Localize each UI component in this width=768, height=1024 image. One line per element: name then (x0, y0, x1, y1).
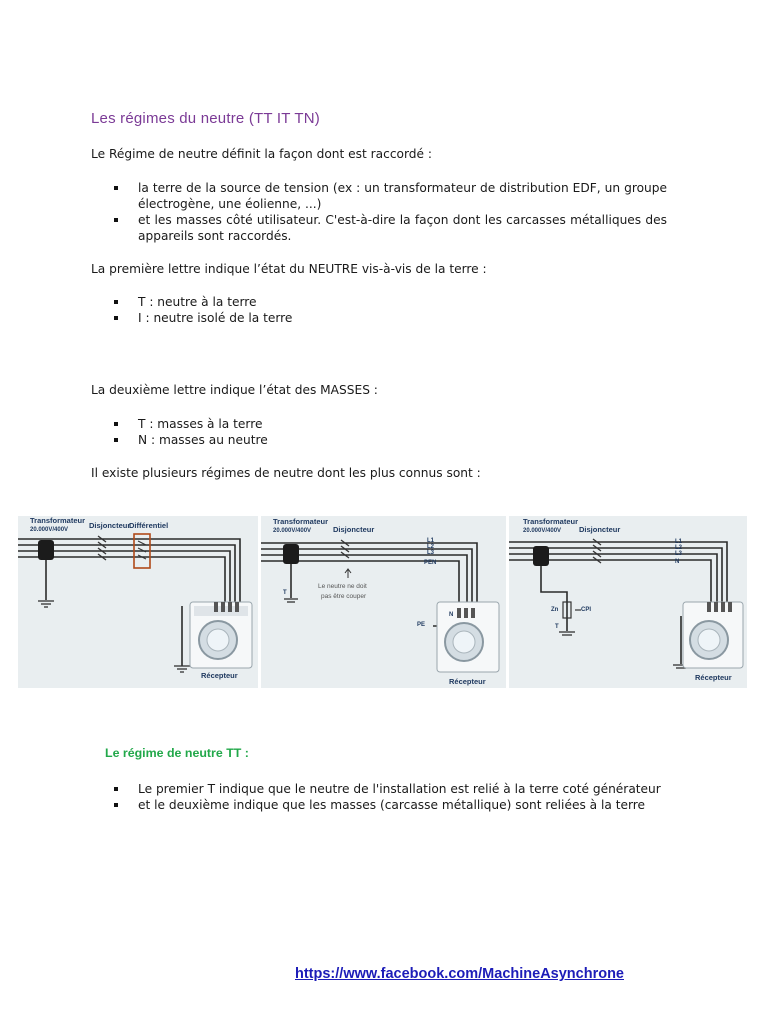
line-label-l2: L2 (675, 545, 683, 551)
list-item: et le deuxième indique que les masses (c… (91, 797, 667, 813)
page-title: Les régimes du neutre (TT IT TN) (91, 110, 320, 127)
receiver-label: Récepteur (201, 671, 238, 680)
known-regimes-paragraph: Il existe plusieurs régimes de neutre do… (91, 466, 481, 480)
voltage-label: 20.000V/400V (30, 527, 68, 533)
cpi-label: CPI (581, 607, 591, 613)
first-letter-paragraph: La première lettre indique l’état du NEU… (91, 262, 487, 276)
line-label-l2: L2 (427, 544, 435, 550)
line-label-pen: PEN (424, 560, 436, 566)
intro-bullet-list: la terre de la source de tension (ex : u… (91, 180, 667, 244)
second-letter-paragraph: La deuxième lettre indique l’état des MA… (91, 383, 378, 397)
tn-diagram: Transformateur 20.000V/400V Disjoncteur … (261, 516, 506, 688)
voltage-label: 20.000V/400V (523, 528, 561, 534)
receiver-label: Récepteur (695, 673, 732, 682)
list-item: T : masses à la terre (91, 416, 667, 432)
transformer-label: Transformateur (523, 517, 578, 526)
t-label: T (555, 624, 559, 630)
transformer-label: Transformateur (273, 517, 328, 526)
zn-label: Zn (551, 607, 559, 613)
second-letter-list: T : masses à la terre N : masses au neut… (91, 416, 667, 448)
line-label-l3: L3 (427, 550, 435, 556)
line-label-l1: L1 (427, 538, 435, 544)
neutral-note: Le neutre ne doit (318, 583, 367, 590)
list-item: Le premier T indique que le neutre de l'… (91, 781, 667, 797)
list-item: la terre de la source de tension (ex : u… (91, 180, 667, 212)
facebook-link[interactable]: https://www.facebook.com/MachineAsynchro… (295, 966, 624, 982)
receiver-label: Récepteur (449, 677, 486, 686)
line-label-l1: L1 (675, 539, 683, 545)
pe-label: PE (417, 622, 425, 628)
breaker-label: Disjoncteur (333, 525, 374, 534)
it-diagram: Transformateur 20.000V/400V Disjoncteur … (509, 516, 747, 688)
breaker-label: Disjoncteur (89, 521, 130, 530)
tt-section-list: Le premier T indique que le neutre de l'… (91, 781, 667, 813)
list-item: N : masses au neutre (91, 432, 667, 448)
intro-paragraph: Le Régime de neutre définit la façon don… (91, 147, 433, 161)
tt-section-title: Le régime de neutre TT : (105, 746, 249, 760)
list-item: T : neutre à la terre (91, 294, 667, 310)
t-label: T (283, 590, 287, 596)
first-letter-list: T : neutre à la terre I : neutre isolé d… (91, 294, 667, 326)
line-label-l3: L3 (675, 551, 683, 557)
breaker-label: Disjoncteur (579, 525, 620, 534)
differential-label: Différentiel (129, 521, 168, 530)
line-label-n: N (675, 559, 679, 565)
transformer-label: Transformateur (30, 516, 85, 525)
list-item: I : neutre isolé de la terre (91, 310, 667, 326)
tt-diagram: Transformateur 20.000V/400V Disjoncteur … (18, 516, 258, 688)
neutral-note: pas être couper (321, 593, 367, 600)
list-item: et les masses côté utilisateur. C'est-à-… (91, 212, 667, 244)
voltage-label: 20.000V/400V (273, 528, 311, 534)
n-label: N (449, 612, 453, 618)
